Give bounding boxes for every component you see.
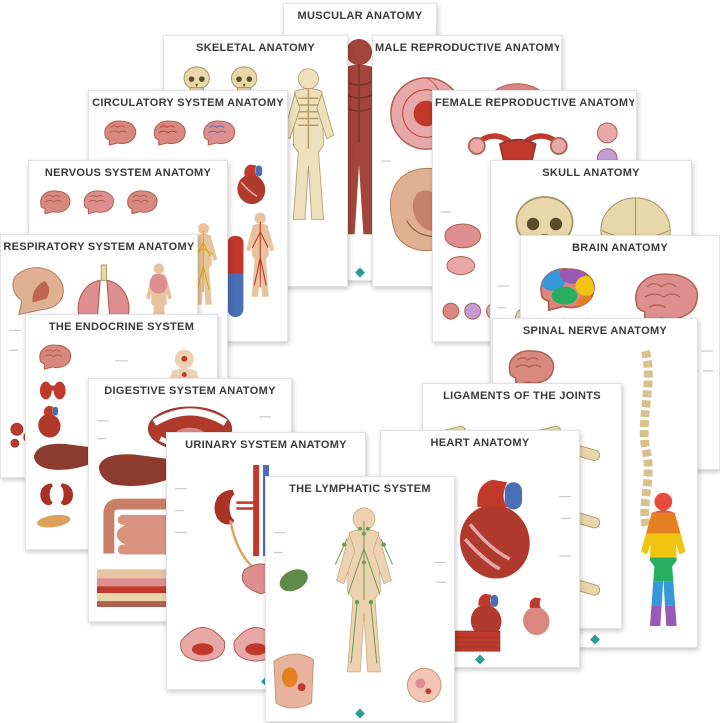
organ-detail-icon <box>444 223 482 249</box>
kidney-icon <box>40 483 53 506</box>
poster-title: MUSCULAR ANATOMY <box>297 10 423 22</box>
poster-title: SPINAL NERVE ANATOMY <box>522 325 668 337</box>
brain-icon <box>40 190 71 215</box>
lymphatic-art-svg <box>273 507 447 709</box>
poster-title: SKELETAL ANATOMY <box>195 42 316 54</box>
poster-title: FEMALE REPRODUCTIVE ANATOMY <box>435 97 634 109</box>
digestive-art-svg <box>96 406 272 608</box>
brain-icon <box>83 190 115 215</box>
poster-title: THE LYMPHATIC SYSTEM <box>289 483 431 495</box>
lymphatic-figure-icon <box>336 507 392 673</box>
thyroid-icon <box>39 381 66 400</box>
brain-icon <box>104 120 137 146</box>
breast-inset-icon <box>406 667 442 703</box>
heart-icon <box>38 405 61 438</box>
lymphatic-art <box>270 503 450 709</box>
bladder-section-icon <box>180 626 226 662</box>
poster-title: NERVOUS SYSTEM ANATOMY <box>44 167 212 179</box>
brain-icon <box>127 190 158 215</box>
heart-art-svg <box>388 479 572 652</box>
brand-logo-icon <box>590 634 600 645</box>
poster-lymphatic-system: THE LYMPHATIC SYSTEM <box>265 476 455 722</box>
brain-side-icon <box>635 273 699 324</box>
digestive-art <box>93 405 287 609</box>
kidney-icon <box>214 489 235 525</box>
heart-icon <box>237 164 266 205</box>
pancreas-icon <box>37 514 71 528</box>
lungs-icon <box>77 264 130 321</box>
poster-title: DIGESTIVE SYSTEM ANATOMY <box>104 385 276 397</box>
torso-inset-icon <box>273 653 315 709</box>
brain-icon <box>203 120 236 146</box>
heart-small-icon <box>470 593 502 638</box>
poster-title: HEART ANATOMY <box>430 437 530 449</box>
liver-icon <box>33 443 97 470</box>
brand-logo-icon <box>355 267 365 278</box>
brand-logo-icon <box>475 654 485 665</box>
heart-anatomy-art <box>385 457 575 655</box>
poster-title: CIRCULATORY SYSTEM ANATOMY <box>92 97 284 109</box>
poster-title: LIGAMENTS OF THE JOINTS <box>443 390 601 402</box>
tissue-layers-icon <box>96 569 185 608</box>
brand-logo-icon <box>355 708 365 719</box>
brain-lobes-color-icon <box>540 268 595 312</box>
brain-icon <box>153 120 186 146</box>
poster-title: RESPIRATORY SYSTEM ANATOMY <box>3 241 195 253</box>
label-lines <box>8 329 77 401</box>
kidney-icon <box>60 483 74 506</box>
spleen-icon <box>279 569 308 592</box>
brain-icon <box>508 350 555 387</box>
nerve-lines-icon <box>193 230 214 292</box>
poster-title: MALE REPRODUCTIVE ANATOMY <box>375 42 559 54</box>
poster-title: BRAIN ANATOMY <box>572 242 668 254</box>
liver-icon <box>98 454 182 487</box>
vessel-cylinder-icon <box>227 235 244 318</box>
heart-small-icon <box>523 597 550 636</box>
cardiac-tissue-icon <box>453 630 501 652</box>
spine-icon <box>639 349 653 529</box>
artery-lines-icon <box>251 222 269 288</box>
lymph-nodes-icon <box>342 526 386 605</box>
label-lines <box>174 488 332 599</box>
poster-title: SKULL ANATOMY <box>542 167 640 179</box>
poster-title: THE ENDOCRINE SYSTEM <box>48 321 195 333</box>
organ-detail-icon <box>446 256 476 276</box>
brain-icon <box>39 344 72 370</box>
skeletal-art-svg <box>171 66 335 237</box>
circulatory-art-svg <box>96 120 275 318</box>
skeletal-anatomy-art <box>168 62 343 274</box>
lymph-vessel-lines-icon <box>334 520 394 664</box>
chest-lungs-icon <box>149 273 168 294</box>
heart-large-icon <box>459 479 530 579</box>
head-cross-section-icon <box>12 267 64 316</box>
skeleton-figure-icon <box>282 68 335 220</box>
circulatory-art <box>93 117 283 329</box>
poster-title: URINARY SYSTEM ANATOMY <box>185 439 347 451</box>
label-lines <box>273 532 447 583</box>
